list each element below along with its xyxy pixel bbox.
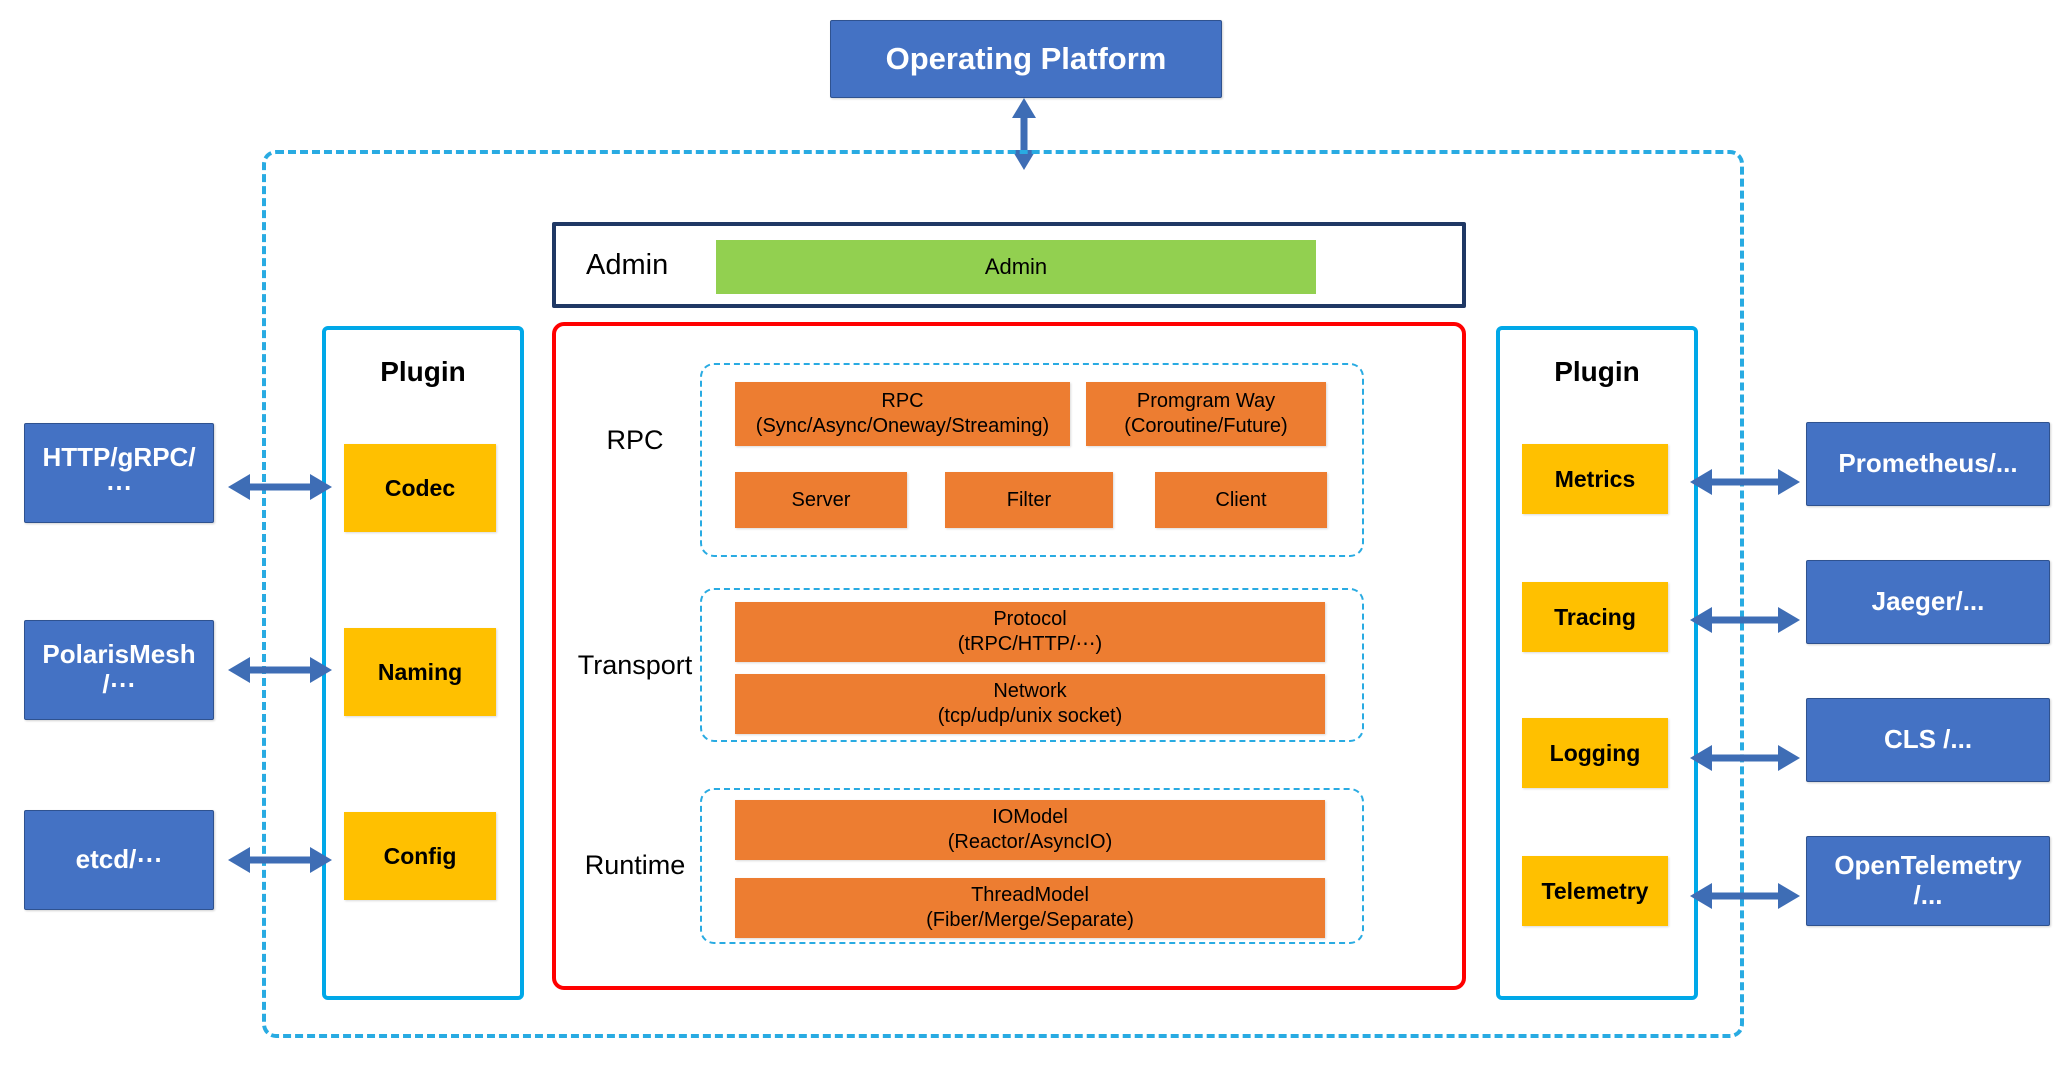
plugin-right-title: Plugin [1554, 356, 1640, 387]
external-box-cls-label: CLS /... [1883, 724, 1973, 755]
rpc-block-server: Server [735, 472, 907, 528]
external-box-http-grpc: HTTP/gRPC/ ⋯ [24, 423, 214, 523]
transport-block-network-line1: Network [993, 680, 1067, 702]
plugin-left-title: Plugin [380, 356, 466, 387]
runtime-block-iomodel-line1: IOModel [992, 806, 1068, 828]
transport-block-protocol: Protocol (tRPC/HTTP/⋯) [735, 602, 1325, 662]
transport-block-protocol-line1: Protocol [993, 608, 1067, 630]
plugin-item-naming[interactable]: Naming [344, 628, 496, 716]
layer-label-runtime: Runtime [584, 849, 686, 880]
plugin-item-tracing-label: Tracing [1554, 603, 1636, 630]
external-box-jaeger: Jaeger/... [1806, 560, 2050, 644]
external-box-opentelemetry: OpenTelemetry /... [1806, 836, 2050, 926]
rpc-block-client-label: Client [1215, 488, 1267, 511]
external-box-http-grpc-line2: ⋯ [105, 472, 132, 502]
external-box-http-grpc-line1: HTTP/gRPC/ [42, 442, 196, 473]
admin-row-label: Admin [586, 248, 669, 281]
runtime-block-iomodel-line2: (Reactor/AsyncIO) [947, 831, 1113, 853]
plugin-item-codec[interactable]: Codec [344, 444, 496, 532]
transport-block-protocol-line2: (tRPC/HTTP/⋯) [957, 633, 1103, 655]
plugin-item-codec-label: Codec [384, 474, 456, 501]
rpc-block-filter: Filter [945, 472, 1113, 528]
bidirectional-arrow-polarismesh-naming [228, 657, 332, 683]
plugin-item-metrics-label: Metrics [1554, 465, 1636, 492]
transport-block-network-line2: (tcp/udp/unix socket) [937, 705, 1123, 727]
bidirectional-arrow-metrics-prometheus [1690, 469, 1800, 495]
external-box-polarismesh: PolarisMesh /⋯ [24, 620, 214, 720]
external-box-prometheus: Prometheus/... [1806, 422, 2050, 506]
plugin-item-logging-label: Logging [1549, 739, 1641, 766]
plugin-item-config-label: Config [383, 842, 457, 869]
admin-section: Admin Admin [552, 222, 1466, 308]
rpc-block-promgram-way: Promgram Way (Coroutine/Future) [1086, 382, 1326, 446]
external-box-polarismesh-line2: /⋯ [102, 669, 136, 699]
external-box-etcd-label: etcd/⋯ [75, 844, 163, 875]
bidirectional-arrow-tracing-jaeger [1690, 607, 1800, 633]
rpc-block-rpc: RPC (Sync/Async/Oneway/Streaming) [735, 382, 1070, 446]
rpc-block-rpc-line2: (Sync/Async/Oneway/Streaming) [755, 415, 1050, 437]
external-box-opentelemetry-line2: /... [1913, 880, 1943, 910]
plugin-item-config[interactable]: Config [344, 812, 496, 900]
framework-boundary [262, 150, 1744, 1038]
bidirectional-arrow-http-grpc-codec [228, 474, 332, 500]
operating-platform-label: Operating Platform [885, 41, 1167, 77]
rpc-block-client: Client [1155, 472, 1327, 528]
runtime-block-threadmodel-line1: ThreadModel [971, 884, 1089, 906]
transport-block-network: Network (tcp/udp/unix socket) [735, 674, 1325, 734]
bidirectional-arrow-vertical-platform [1012, 98, 1036, 170]
plugin-item-metrics[interactable]: Metrics [1522, 444, 1668, 514]
plugin-item-logging[interactable]: Logging [1522, 718, 1668, 788]
external-box-polarismesh-line1: PolarisMesh [42, 639, 196, 670]
plugin-item-naming-label: Naming [377, 658, 463, 685]
external-box-jaeger-label: Jaeger/... [1871, 586, 1985, 617]
layer-label-rpc: RPC [606, 424, 664, 455]
runtime-block-iomodel: IOModel (Reactor/AsyncIO) [735, 800, 1325, 860]
rpc-block-rpc-line1: RPC [881, 390, 924, 412]
admin-block: Admin [716, 240, 1316, 294]
bidirectional-arrow-etcd-config [228, 847, 332, 873]
rpc-block-promgram-way-line2: (Coroutine/Future) [1124, 415, 1288, 437]
plugin-item-telemetry-label: Telemetry [1541, 877, 1649, 904]
plugin-item-tracing[interactable]: Tracing [1522, 582, 1668, 652]
rpc-block-filter-label: Filter [1006, 488, 1052, 511]
external-box-etcd: etcd/⋯ [24, 810, 214, 910]
rpc-block-promgram-way-line1: Promgram Way [1136, 390, 1276, 412]
external-box-prometheus-label: Prometheus/... [1838, 448, 2018, 479]
external-box-cls: CLS /... [1806, 698, 2050, 782]
layer-label-transport: Transport [577, 649, 693, 680]
runtime-block-threadmodel: ThreadModel (Fiber/Merge/Separate) [735, 878, 1325, 938]
rpc-block-server-label: Server [791, 488, 851, 511]
plugin-item-telemetry[interactable]: Telemetry [1522, 856, 1668, 926]
runtime-block-threadmodel-line2: (Fiber/Merge/Separate) [926, 909, 1134, 931]
external-box-opentelemetry-line1: OpenTelemetry [1834, 850, 2022, 881]
operating-platform-title-box: Operating Platform [830, 20, 1222, 98]
bidirectional-arrow-telemetry-opentelemetry [1690, 883, 1800, 909]
bidirectional-arrow-logging-cls [1690, 745, 1800, 771]
